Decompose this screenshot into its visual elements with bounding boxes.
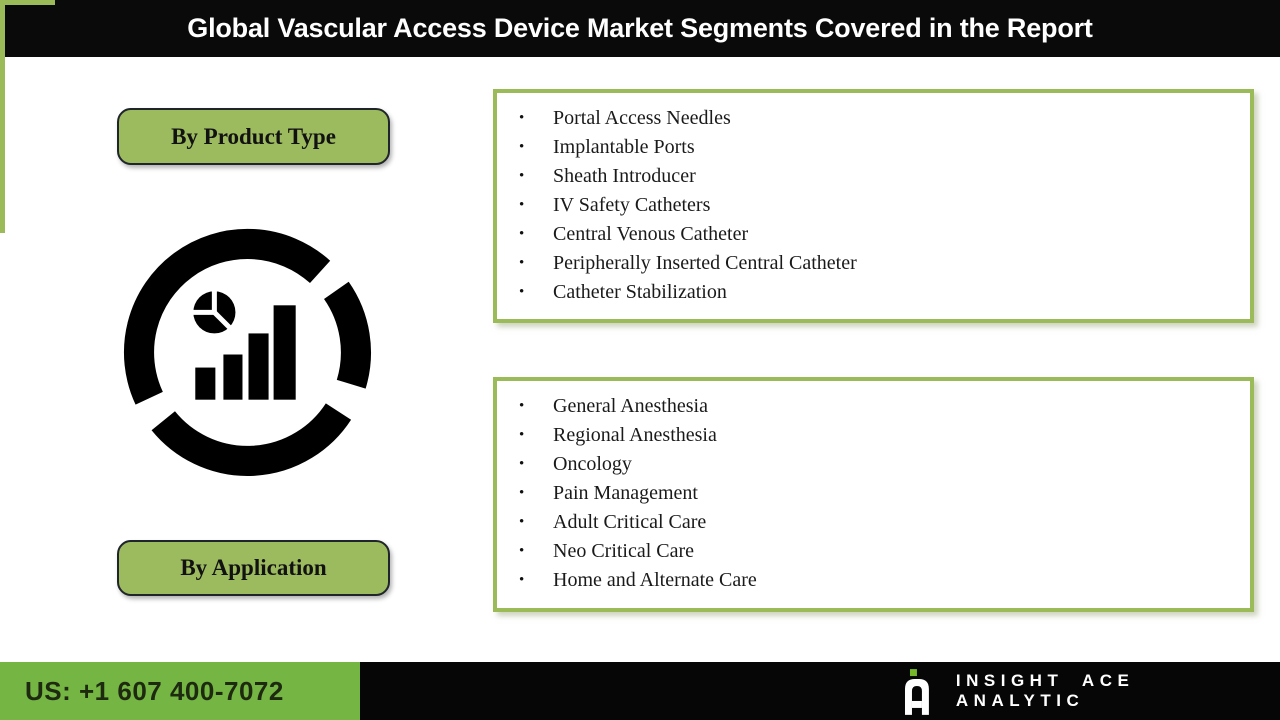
bullet-icon: • bbox=[519, 398, 525, 414]
pie-chart-icon bbox=[190, 288, 236, 334]
bullet-icon: • bbox=[519, 226, 525, 242]
list-item-label: Oncology bbox=[553, 453, 632, 475]
bullet-icon: • bbox=[519, 427, 525, 443]
list-item: • Regional Anesthesia bbox=[517, 421, 1240, 450]
list-item: • Pain Management bbox=[517, 479, 1240, 508]
list-item-label: Catheter Stabilization bbox=[553, 281, 727, 303]
bullet-icon: • bbox=[519, 110, 525, 126]
list-item-label: Portal Access Needles bbox=[553, 107, 731, 129]
list-item: • IV Safety Catheters bbox=[517, 191, 1240, 220]
list-item-label: Regional Anesthesia bbox=[553, 424, 717, 446]
list-item: • Adult Critical Care bbox=[517, 508, 1240, 537]
bullet-icon: • bbox=[519, 543, 525, 559]
bullet-icon: • bbox=[519, 255, 525, 271]
broken-ring-icon bbox=[124, 228, 372, 476]
list-item-label: Adult Critical Care bbox=[553, 511, 707, 533]
bracket-line-application bbox=[0, 0, 5, 233]
phone-banner: US: +1 607 400-7072 bbox=[0, 662, 360, 720]
list-item-label: Peripherally Inserted Central Catheter bbox=[553, 252, 857, 274]
list-item-label: Pain Management bbox=[553, 482, 698, 504]
by-application-button: By Application bbox=[117, 540, 390, 596]
by-product-type-button: By Product Type bbox=[117, 108, 390, 165]
list-item: • Sheath Introducer bbox=[517, 162, 1240, 191]
list-item-label: IV Safety Catheters bbox=[553, 194, 711, 216]
list-item-label: Sheath Introducer bbox=[553, 165, 696, 187]
list-item-label: Implantable Ports bbox=[553, 136, 695, 158]
title-bar: Global Vascular Access Device Market Seg… bbox=[0, 0, 1280, 57]
list-item-label: General Anesthesia bbox=[553, 395, 708, 417]
list-item: • Implantable Ports bbox=[517, 133, 1240, 162]
bullet-icon: • bbox=[519, 284, 525, 300]
list-item-label: Home and Alternate Care bbox=[553, 569, 757, 591]
list-item: • Peripherally Inserted Central Catheter bbox=[517, 249, 1240, 278]
bullet-icon: • bbox=[519, 139, 525, 155]
product-type-list: • Portal Access Needles • Implantable Ports… bbox=[497, 93, 1250, 307]
list-item-label: Neo Critical Care bbox=[553, 540, 695, 562]
bullet-icon: • bbox=[519, 572, 525, 588]
list-item: • Home and Alternate Care bbox=[517, 566, 1240, 595]
list-item: • Central Venous Catheter bbox=[517, 220, 1240, 249]
connector-line bbox=[0, 0, 53, 5]
product-type-box: • Portal Access Needles • Implantable Ports… bbox=[493, 89, 1254, 323]
list-item: • Portal Access Needles bbox=[517, 104, 1240, 133]
market-analytics-chart-icon bbox=[124, 228, 372, 476]
phone-number: US: +1 607 400-7072 bbox=[25, 675, 284, 706]
application-box: •General Anesthesia•Regional Anesthesia•… bbox=[493, 377, 1254, 612]
footer-bar: US: +1 607 400-7072 INSIGHT ACE ANALYTIC bbox=[0, 662, 1280, 720]
bullet-icon: • bbox=[519, 456, 525, 472]
bullet-icon: • bbox=[519, 485, 525, 501]
application-list: •General Anesthesia•Regional Anesthesia•… bbox=[497, 381, 1250, 595]
page-title: Global Vascular Access Device Market Seg… bbox=[187, 13, 1093, 43]
bullet-icon: • bbox=[519, 514, 525, 530]
bullet-icon: • bbox=[519, 197, 525, 213]
list-item: • Catheter Stabilization bbox=[517, 278, 1240, 307]
list-item: • General Anesthesia bbox=[517, 392, 1240, 421]
list-item: • Oncology bbox=[517, 450, 1240, 479]
brand-logo: INSIGHT ACE ANALYTIC bbox=[903, 662, 1280, 720]
bar-chart-icon bbox=[195, 305, 296, 400]
bullet-icon: • bbox=[519, 168, 525, 184]
green-square-dot bbox=[909, 669, 917, 677]
list-item: • Neo Critical Care bbox=[517, 537, 1240, 566]
insight-ace-a-icon bbox=[904, 669, 929, 715]
brand-name: INSIGHT ACE ANALYTIC bbox=[955, 671, 1135, 710]
list-item-label: Central Venous Catheter bbox=[553, 223, 749, 245]
